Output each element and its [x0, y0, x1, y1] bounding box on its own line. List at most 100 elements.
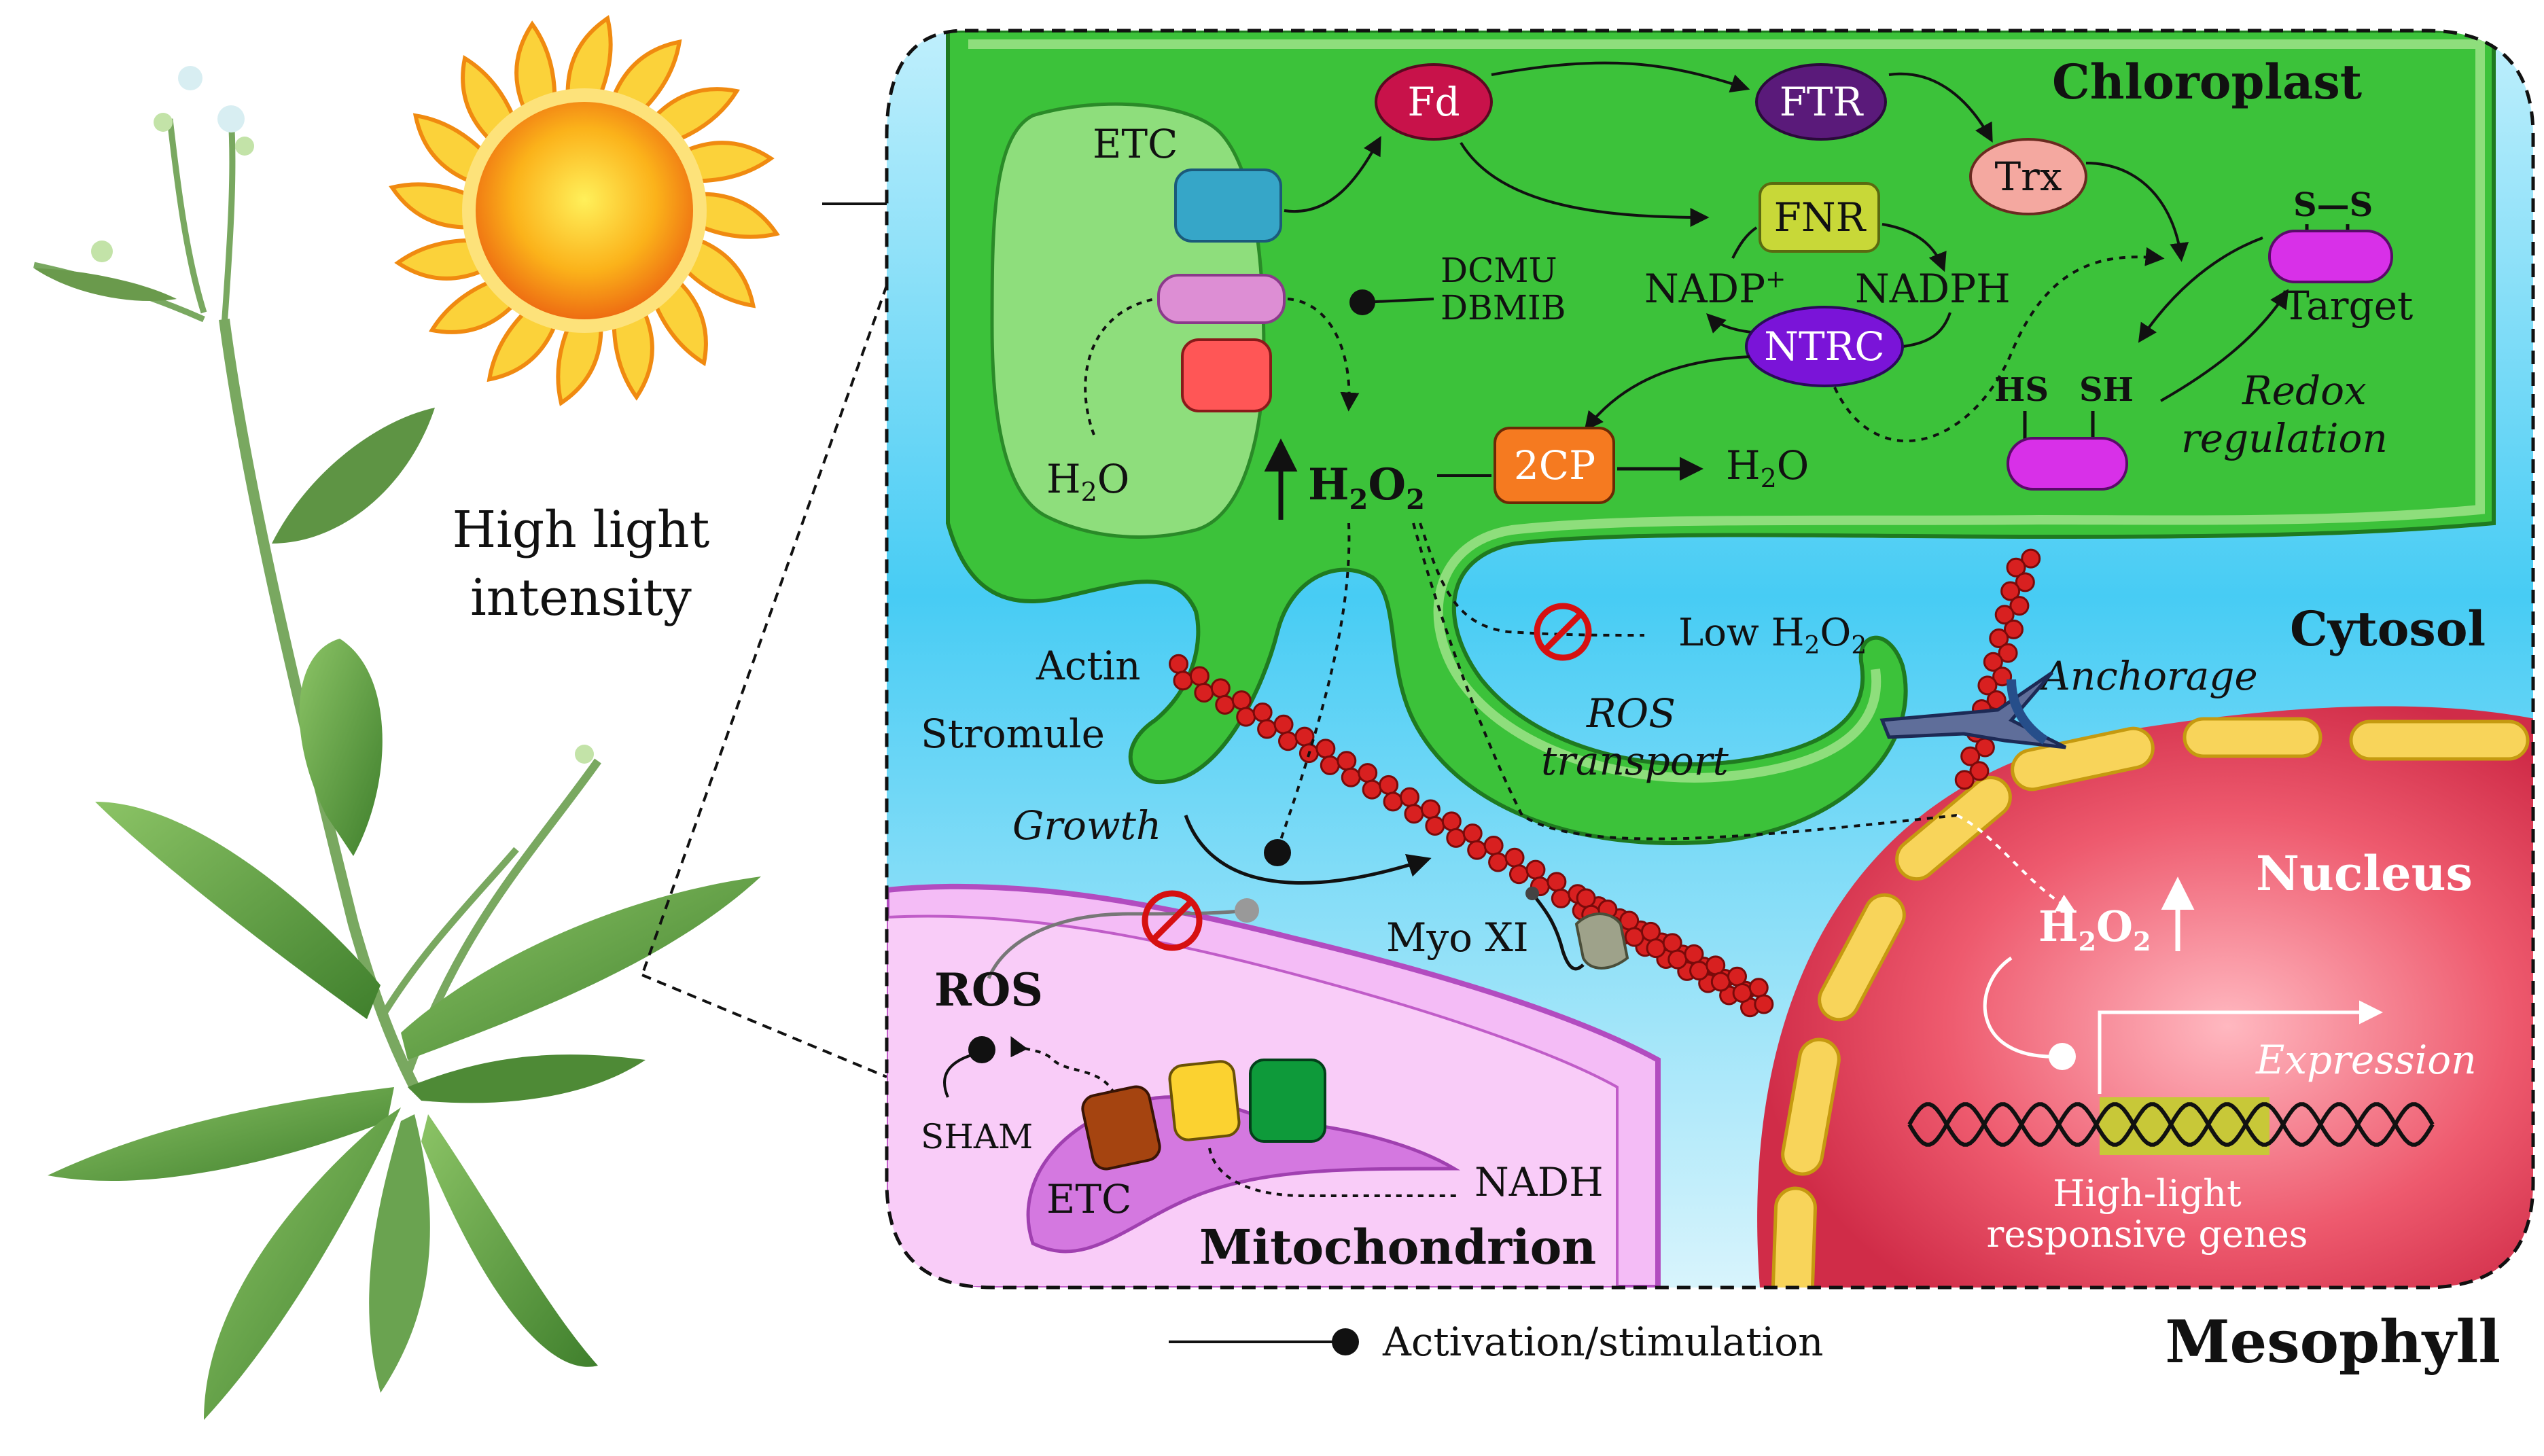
etc-complex-pink — [1157, 274, 1286, 324]
actin-bead — [1994, 605, 2015, 625]
ntrc-to-target-dotted — [1833, 247, 2165, 442]
plant-illustration — [33, 66, 761, 1420]
genes-label-line1: High-light — [2053, 1172, 2242, 1215]
actin-bead — [1425, 816, 1445, 836]
actin-bead — [1977, 675, 1998, 696]
actin-bead — [1273, 714, 1294, 734]
actin-bead — [1640, 921, 1661, 942]
chloroplast-title: Chloroplast — [2052, 54, 2362, 110]
ros-transport-to-nucleus — [1956, 814, 2076, 912]
sun-ray — [684, 141, 775, 183]
sun-ray — [653, 279, 708, 367]
actin-bead — [1194, 683, 1214, 703]
growth-inhibit-dot — [1264, 839, 1291, 866]
actin-bead — [1667, 949, 1688, 970]
target-oxidation-arrow — [2160, 289, 2289, 402]
sun-ray — [653, 87, 741, 142]
actin-bead — [1732, 983, 1752, 1004]
low-h2o2-inhibit-icon — [1534, 603, 1592, 661]
actin-bead — [1462, 823, 1483, 844]
actin-bead — [1624, 927, 1644, 947]
fd-to-ftr-arrow — [1491, 61, 1750, 93]
trx-to-target-arrow — [2085, 162, 2189, 262]
fnr-to-nadph-arrow — [1882, 223, 1947, 272]
sun-ray — [684, 237, 756, 308]
h2o-dotted-path — [1084, 298, 1156, 436]
nuclear-pores — [1771, 717, 2530, 1288]
actin-bead — [1525, 859, 1546, 880]
mito-etc-complex-yellow — [1168, 1060, 1241, 1141]
nucleus-title: Nucleus — [2256, 845, 2473, 902]
nadph-to-ntrc-arrow — [1902, 312, 1951, 348]
mitochondrion-title: Mitochondrion — [1199, 1219, 1596, 1275]
mito-etc-to-ros-dotted — [1010, 1035, 1116, 1095]
growth-arrow — [1184, 815, 1432, 885]
actin-bead — [1576, 888, 1596, 908]
actin-bead — [2006, 557, 2026, 578]
actin-bead — [1231, 690, 1252, 711]
ros-mito-label: ROS — [934, 963, 1043, 1016]
actin-bead — [1748, 978, 1769, 998]
ftr-label: FTR — [1780, 79, 1865, 125]
h2o-right-label: H2O — [1726, 442, 1809, 493]
nadp-to-fnr-arrow — [1731, 226, 1758, 259]
ros-transport-label-line1: ROS — [1586, 690, 1676, 736]
actin-bead — [1998, 643, 2018, 663]
actin-bead — [1488, 852, 1508, 872]
actin-filaments — [1168, 548, 2041, 1018]
actin-bead — [1315, 739, 1336, 759]
actin-bead — [1210, 678, 1231, 698]
mito-inhibit-icon — [1142, 890, 1203, 951]
target-hs-label: HS — [1994, 371, 2049, 409]
dcmu-inhibit-dot — [1349, 289, 1375, 315]
anchorage-label: Anchorage — [2038, 653, 2258, 699]
sun-ray — [565, 15, 613, 95]
2cp-node — [1494, 427, 1615, 504]
trx-label: Trx — [1994, 154, 2062, 200]
cytosol-title: Cytosol — [2290, 601, 2486, 657]
dna-helix — [1907, 1102, 2435, 1147]
etc-complex-red — [1181, 338, 1272, 412]
actin-bead — [2021, 548, 2041, 569]
target-reduced-protein — [2007, 437, 2128, 491]
target-ss-label: S—S — [2293, 186, 2373, 224]
ntrc-node — [1745, 306, 1904, 387]
actin-bead — [1257, 719, 1277, 739]
actin-bead — [1420, 799, 1441, 819]
actin-bead — [1662, 933, 1682, 953]
actin-bead — [1989, 628, 2009, 648]
sun-ray — [394, 238, 485, 281]
actin-bead — [1483, 835, 1504, 855]
ros-transport-label-line2: transport — [1541, 738, 1729, 784]
target-label: Target — [2283, 283, 2413, 329]
expression-label: Expression — [2255, 1037, 2477, 1083]
nucleus-h2o2-label: H2O2 — [2038, 902, 2151, 957]
sun-ray — [611, 39, 682, 111]
actin-bead — [1710, 972, 1731, 992]
nadh-dotted-path — [1208, 1148, 1461, 1197]
actin-bead — [1189, 666, 1209, 686]
mito-etc-complex-green — [1249, 1059, 1326, 1143]
actin-label: Actin — [1036, 643, 1141, 689]
sham-inhibit-dot — [968, 1036, 995, 1063]
chloroplast-etc-label: ETC — [1093, 121, 1178, 167]
nadp-label: NADP+ — [1644, 266, 1786, 312]
stromule-label: Stromule — [921, 711, 1105, 757]
actin-bead — [2015, 572, 2035, 592]
nucleus-h2o2-to-expression — [1983, 956, 2060, 1059]
nadph-label: NADPH — [1855, 266, 2011, 312]
actin-bead — [1379, 775, 1399, 795]
target-reduction-arrow — [2138, 236, 2263, 343]
actin-bead — [1969, 761, 1990, 781]
actin-bead — [1358, 763, 1378, 783]
sun-ray — [612, 310, 654, 401]
actin-bead — [2009, 596, 2030, 616]
actin-bead — [1337, 751, 1357, 771]
mesophyll-label: Mesophyll — [2165, 1308, 2501, 1377]
actin-bead — [1168, 654, 1188, 674]
nucleus-activation-dot — [2049, 1043, 2076, 1070]
sun-ray — [389, 182, 469, 230]
myosin-xi-icon — [1525, 887, 1629, 971]
actin-bead — [1341, 767, 1361, 787]
sun-ray — [487, 310, 558, 383]
